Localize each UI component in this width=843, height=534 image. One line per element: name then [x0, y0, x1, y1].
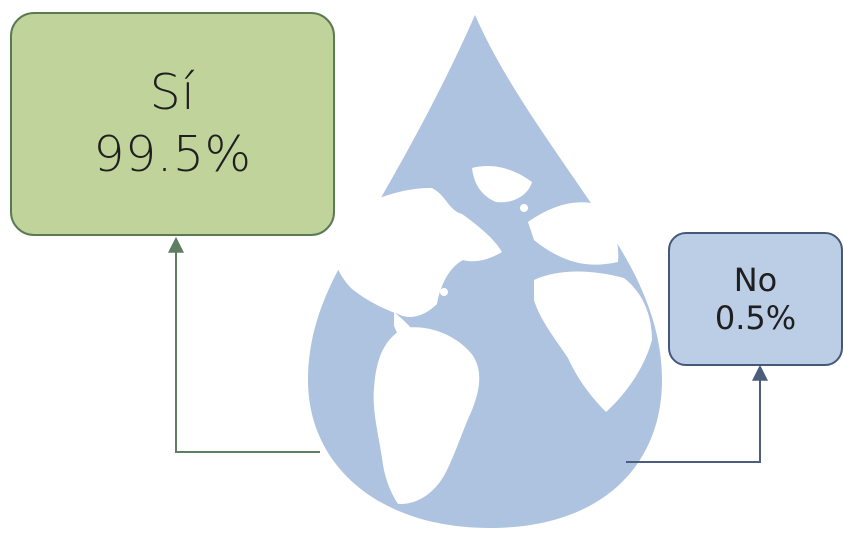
island-caribbean: [440, 288, 448, 296]
continent-north-america: [330, 187, 502, 318]
yes-value: 99.5%: [93, 126, 252, 183]
continent-greenland: [472, 165, 532, 203]
connector-yes-arrow: [168, 236, 320, 453]
yes-label: Sí: [149, 64, 196, 121]
no-value: 0.5%: [714, 299, 797, 337]
continent-europe: [528, 202, 619, 265]
no-label: No: [733, 261, 778, 299]
yes-box: Sí 99.5%: [10, 12, 335, 236]
water-drop-globe-icon: [308, 15, 662, 528]
no-box: No 0.5%: [668, 232, 843, 366]
continent-africa: [534, 271, 652, 412]
island-iceland: [520, 204, 528, 212]
continent-south-america: [373, 327, 480, 505]
connector-no-arrow: [626, 364, 768, 463]
